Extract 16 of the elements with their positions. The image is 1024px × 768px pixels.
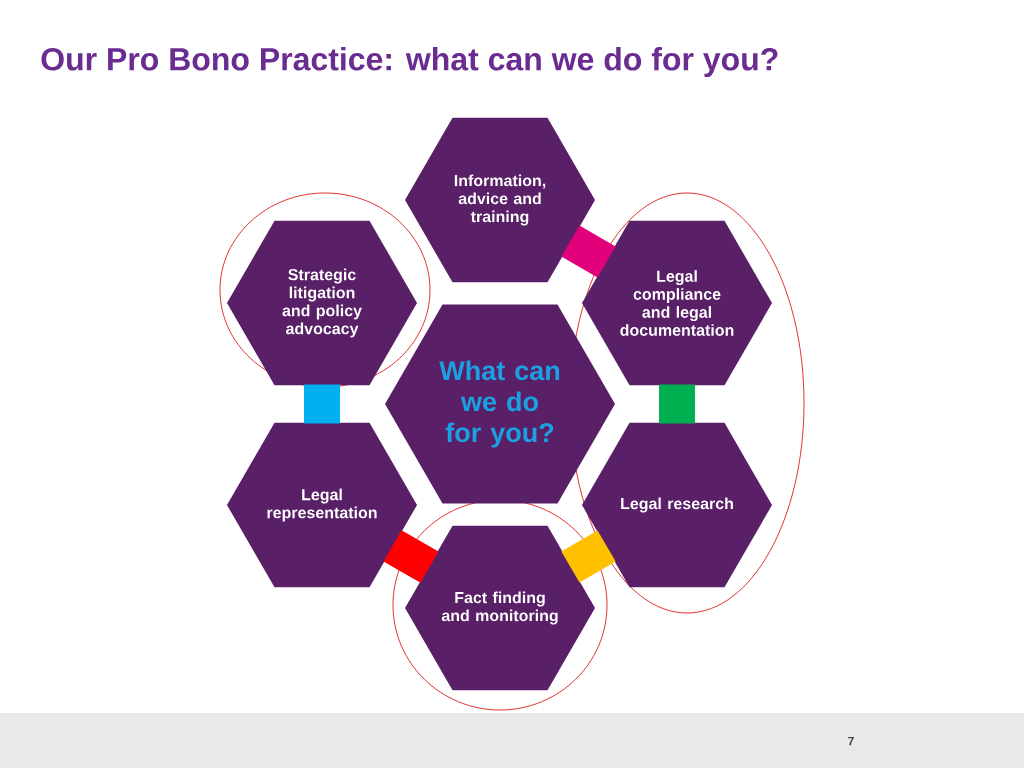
connector-band [561, 530, 616, 583]
connector-band [304, 384, 340, 424]
node-label: Strategic litigation and policy advocacy [282, 268, 362, 338]
hexagon: Legal research [582, 422, 772, 588]
hexagon: What can we do for you? [385, 304, 615, 504]
slide-title: Our Pro Bono Practice: what can we do for you? [41, 47, 778, 77]
hexagon: Fact finding and monitoring [405, 525, 595, 691]
connector-band [561, 225, 616, 278]
hexagon: Information, advice and training [405, 117, 595, 283]
page-number: 7 [848, 736, 854, 746]
connector-band [383, 530, 439, 583]
connector-band [659, 384, 695, 424]
node-label: What can we do for you? [439, 360, 560, 448]
hexagon: Strategic litigation and policy advocacy [227, 220, 417, 386]
hexagon: Legal compliance and legal documentation [582, 220, 772, 386]
hexagon: Legal representation [227, 422, 417, 588]
